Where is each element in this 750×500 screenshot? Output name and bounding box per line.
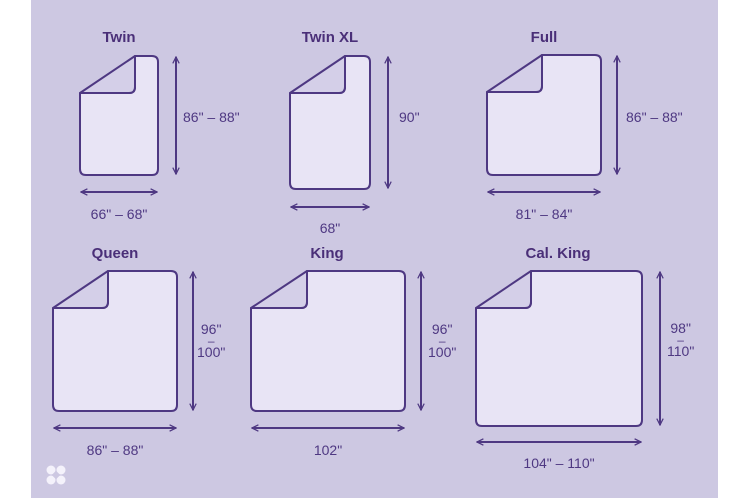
length-label-twin-xl: 90" (399, 109, 420, 125)
king-blanket-icon (250, 270, 406, 412)
size-title-twin: Twin (102, 29, 136, 46)
cal-king-blanket-icon (475, 270, 643, 427)
width-label-king: 102" (313, 442, 343, 458)
size-title-queen: Queen (91, 245, 139, 262)
length-sep: – (677, 333, 684, 347)
width-label-queen: 86" – 88" (86, 442, 144, 458)
queen-blanket-icon (52, 270, 178, 412)
width-label-full: 81" – 84" (515, 206, 573, 222)
brand-flower-icon (46, 465, 66, 485)
length-label-king: 96" – 100" (428, 322, 456, 360)
width-label-twin-xl: 68" (319, 220, 341, 236)
length-sep: – (438, 334, 446, 348)
length-bottom: 110" (667, 343, 695, 359)
twin-xl-blanket-icon (289, 55, 371, 190)
length-bottom: 100" (428, 344, 457, 360)
length-bottom: 100" (197, 344, 226, 360)
length-sep: – (207, 334, 215, 348)
size-title-twin-xl: Twin XL (301, 29, 359, 46)
length-top: 98" (670, 320, 691, 336)
size-title-king: King (310, 245, 344, 262)
full-blanket-icon (486, 54, 602, 176)
size-title-full: Full (530, 29, 558, 46)
width-label-twin: 66" – 68" (90, 206, 148, 222)
length-label-queen: 96" – 100" (197, 322, 225, 360)
length-label-cal-king: 98" – 110" (667, 321, 694, 359)
length-label-full: 86" – 88" (626, 109, 683, 125)
twin-blanket-icon (79, 55, 159, 176)
length-top: 96" (200, 321, 222, 337)
size-title-cal-king: Cal. King (525, 245, 591, 262)
length-top: 96" (431, 321, 453, 337)
length-label-twin: 86" – 88" (183, 109, 240, 125)
width-label-cal-king: 104" – 110" (523, 455, 595, 471)
